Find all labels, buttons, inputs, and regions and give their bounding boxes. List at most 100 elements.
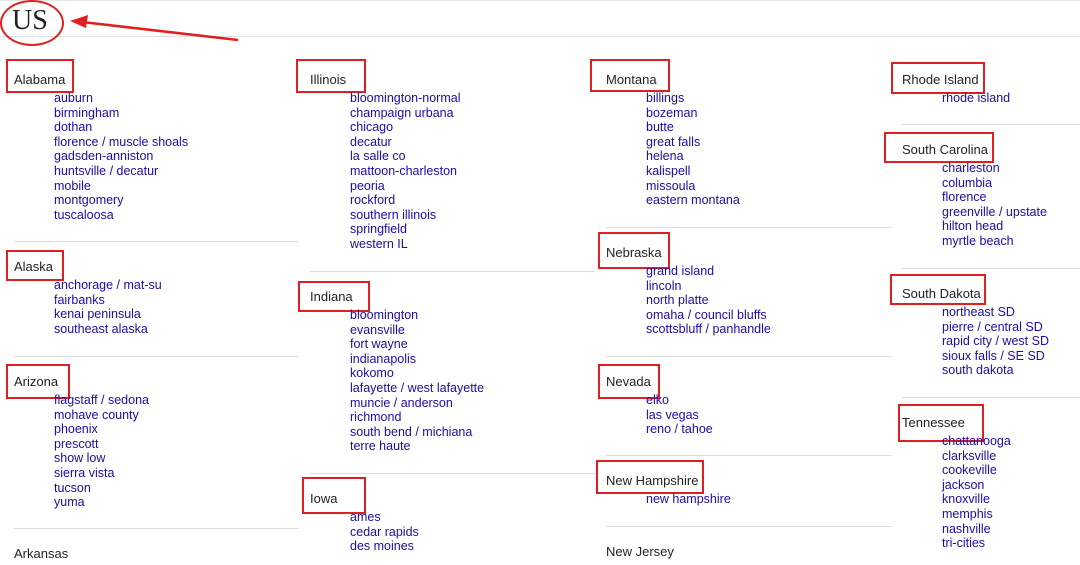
city-link[interactable]: mobile xyxy=(54,178,91,193)
city-link[interactable]: mohave county xyxy=(54,407,139,422)
city-link[interactable]: chattanooga xyxy=(942,434,1011,448)
state-heading-new-hampshire[interactable]: New Hampshire xyxy=(606,473,699,488)
city-link[interactable]: billings xyxy=(646,91,685,105)
city-link[interactable]: clarksville xyxy=(942,448,997,463)
city-link[interactable]: nashville xyxy=(942,521,991,536)
city-link[interactable]: springfield xyxy=(350,222,407,237)
city-link[interactable]: lafayette / west lafayette xyxy=(350,380,485,395)
city-link[interactable]: kenai peninsula xyxy=(54,307,141,322)
city-link[interactable]: anchorage / mat-su xyxy=(54,278,162,292)
city-link[interactable]: tucson xyxy=(54,480,91,495)
state-heading-south-carolina[interactable]: South Carolina xyxy=(902,142,988,157)
city-link[interactable]: western IL xyxy=(350,236,408,251)
city-link[interactable]: prescott xyxy=(54,436,99,451)
city-link[interactable]: montgomery xyxy=(54,193,124,208)
city-link[interactable]: ames xyxy=(350,510,381,524)
city-link[interactable]: new hampshire xyxy=(646,492,731,506)
city-link[interactable]: fort wayne xyxy=(350,337,408,352)
city-link[interactable]: auburn xyxy=(54,91,93,105)
city-link[interactable]: cedar rapids xyxy=(350,524,419,539)
city-link[interactable]: eastern montana xyxy=(646,193,740,208)
city-link[interactable]: bloomington-normal xyxy=(350,91,461,105)
state-heading-south-dakota[interactable]: South Dakota xyxy=(902,286,981,301)
city-link[interactable]: helena xyxy=(646,149,684,164)
city-link[interactable]: greenville / upstate xyxy=(942,204,1047,219)
city-link[interactable]: scottsbluff / panhandle xyxy=(646,322,771,337)
city-link[interactable]: des moines xyxy=(350,539,414,554)
city-link[interactable]: bozeman xyxy=(646,105,698,120)
city-link[interactable]: knoxville xyxy=(942,492,990,507)
city-link[interactable]: rapid city / west SD xyxy=(942,334,1049,349)
city-link[interactable]: hilton head xyxy=(942,219,1004,234)
state-heading-arkansas[interactable]: Arkansas xyxy=(14,546,69,561)
city-link[interactable]: peoria xyxy=(350,178,385,193)
city-link[interactable]: evansville xyxy=(350,322,405,337)
state-heading-nevada[interactable]: Nevada xyxy=(606,374,651,389)
city-link[interactable]: huntsville / decatur xyxy=(54,163,159,178)
city-link[interactable]: mattoon-charleston xyxy=(350,163,458,178)
city-link[interactable]: terre haute xyxy=(350,439,411,454)
city-link[interactable]: lincoln xyxy=(646,278,682,293)
state-heading-rhode-island[interactable]: Rhode Island xyxy=(902,72,979,87)
state-heading-montana[interactable]: Montana xyxy=(606,72,657,87)
city-link[interactable]: show low xyxy=(54,451,106,466)
city-link[interactable]: southern illinois xyxy=(350,207,437,222)
city-link[interactable]: northeast SD xyxy=(942,305,1015,319)
state-heading-iowa[interactable]: Iowa xyxy=(310,491,338,506)
state-heading-indiana[interactable]: Indiana xyxy=(310,289,353,304)
city-link[interactable]: bloomington xyxy=(350,308,419,322)
city-link[interactable]: decatur xyxy=(350,134,392,149)
city-link[interactable]: indianapolis xyxy=(350,351,417,366)
state-heading-alaska[interactable]: Alaska xyxy=(14,259,54,274)
city-link[interactable]: reno / tahoe xyxy=(646,422,713,437)
city-link[interactable]: tri-cities xyxy=(942,536,986,551)
city-link[interactable]: muncie / anderson xyxy=(350,395,453,410)
city-link[interactable]: yuma xyxy=(54,495,85,510)
city-link[interactable]: missoula xyxy=(646,178,696,193)
state-highlight-box xyxy=(590,59,670,92)
city-link[interactable]: pierre / central SD xyxy=(942,319,1043,334)
city-link[interactable]: jackson xyxy=(942,477,985,492)
city-link[interactable]: elko xyxy=(646,393,669,407)
city-link[interactable]: southeast alaska xyxy=(54,321,148,336)
city-link[interactable]: myrtle beach xyxy=(942,233,1014,248)
city-link[interactable]: fairbanks xyxy=(54,292,105,307)
city-link[interactable]: butte xyxy=(646,120,674,135)
city-link[interactable]: dothan xyxy=(54,120,93,135)
city-link[interactable]: rockford xyxy=(350,193,396,208)
city-link[interactable]: phoenix xyxy=(54,422,98,437)
city-link[interactable]: la salle co xyxy=(350,149,406,164)
city-link[interactable]: flagstaff / sedona xyxy=(54,393,149,407)
city-link[interactable]: grand island xyxy=(646,264,715,278)
city-link[interactable]: omaha / council bluffs xyxy=(646,307,767,322)
city-link[interactable]: charleston xyxy=(942,161,1000,175)
city-link[interactable]: richmond xyxy=(350,410,402,425)
city-link[interactable]: chicago xyxy=(350,120,394,135)
state-heading-tennessee[interactable]: Tennessee xyxy=(902,415,965,430)
city-link[interactable]: champaign urbana xyxy=(350,105,454,120)
state-heading-illinois[interactable]: Illinois xyxy=(310,72,347,87)
city-link[interactable]: rhode island xyxy=(942,91,1011,105)
city-link[interactable]: sioux falls / SE SD xyxy=(942,348,1045,363)
state-heading-alabama[interactable]: Alabama xyxy=(14,72,66,87)
state-heading-nebraska[interactable]: Nebraska xyxy=(606,245,662,260)
city-link[interactable]: north platte xyxy=(646,293,709,308)
city-link[interactable]: las vegas xyxy=(646,407,699,422)
city-link[interactable]: kokomo xyxy=(350,366,394,381)
city-link[interactable]: birmingham xyxy=(54,105,120,120)
city-link[interactable]: florence / muscle shoals xyxy=(54,134,189,149)
city-link[interactable]: sierra vista xyxy=(54,465,115,480)
city-link[interactable]: florence xyxy=(942,190,987,205)
city-link[interactable]: south dakota xyxy=(942,363,1014,378)
city-link[interactable]: great falls xyxy=(646,134,701,149)
state-heading-new-jersey[interactable]: New Jersey xyxy=(606,544,674,559)
city-link[interactable]: south bend / michiana xyxy=(350,424,473,439)
city-link[interactable]: tuscaloosa xyxy=(54,207,114,222)
city-link[interactable]: gadsden-anniston xyxy=(54,149,154,164)
state-heading-arizona[interactable]: Arizona xyxy=(14,374,59,389)
city-link[interactable]: columbia xyxy=(942,175,993,190)
city-link[interactable]: cookeville xyxy=(942,463,997,478)
city-link[interactable]: memphis xyxy=(942,506,993,521)
list-item: peoria xyxy=(350,179,460,194)
city-link[interactable]: kalispell xyxy=(646,163,691,178)
